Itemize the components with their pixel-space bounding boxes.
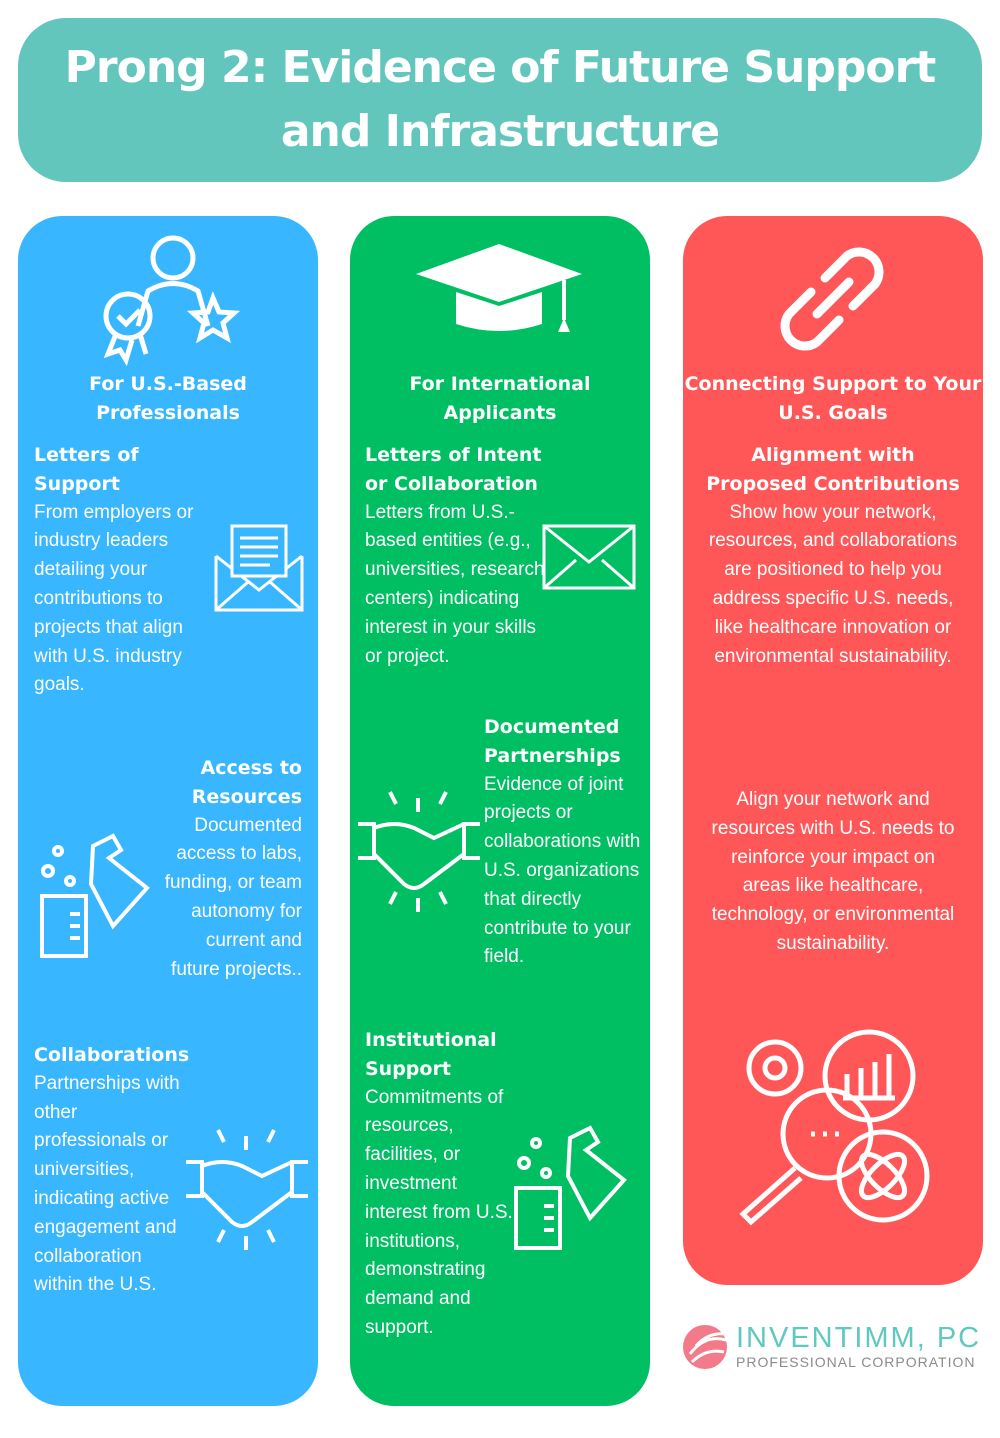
section-body: Documented access to labs, funding, or t… [164, 814, 302, 980]
envelope-icon [542, 524, 636, 590]
logo-mark-icon [683, 1325, 727, 1369]
professional-award-icon [103, 235, 241, 367]
section-body: Letters from U.S.-based entities (e.g., … [365, 501, 545, 667]
column-connecting-goals: Connecting Support to Your U.S. Goals Al… [683, 216, 983, 1285]
column-international: For International Applicants Letters of … [350, 216, 650, 1406]
section-title: Institutional Support [365, 1029, 497, 1080]
lab-flask-icon [514, 1125, 627, 1250]
section-body: Align your network and resources with U.… [711, 789, 955, 954]
section-title: Alignment with Proposed Contributions [706, 444, 960, 495]
research-analytics-icon [739, 1029, 930, 1226]
column-heading: For International Applicants [409, 373, 591, 424]
page-title: Prong 2: Evidence of Future Support and … [64, 42, 937, 157]
logo-subtitle: PROFESSIONAL CORPORATION [736, 1354, 976, 1370]
section-body: Evidence of joint projects or collaborat… [484, 773, 641, 968]
section-title: Documented Partnerships [484, 716, 621, 767]
envelope-letter-icon [214, 524, 304, 612]
section-body: Partnerships with other professionals or… [34, 1072, 180, 1296]
section-title: Letters of Support [34, 444, 139, 495]
section-title: Letters of Intent or Collaboration [365, 444, 542, 495]
section-title: Access to Resources [191, 757, 302, 808]
graduation-cap-icon [416, 244, 582, 332]
column-us-professionals: For U.S.-Based Professionals Letters of … [18, 216, 318, 1406]
section-body: Show how your network, resources, and co… [708, 501, 958, 667]
chain-link-icon [780, 247, 884, 351]
column-heading: For U.S.-Based Professionals [89, 373, 247, 424]
section-title: Collaborations [34, 1044, 190, 1066]
lab-flask-icon [40, 833, 150, 958]
section-body: From employers or industry leaders detai… [34, 501, 194, 696]
logo-name: INVENTIMM, PC [736, 1322, 982, 1354]
section-body: Commitments of resources, facilities, or… [365, 1086, 513, 1338]
column-heading: Connecting Support to Your U.S. Goals [684, 373, 982, 424]
handshake-icon [186, 1129, 308, 1250]
title-banner: Prong 2: Evidence of Future Support and … [18, 18, 982, 182]
handshake-icon [358, 791, 480, 912]
inventimm-logo: INVENTIMM, PC PROFESSIONAL CORPORATION [682, 1322, 982, 1372]
